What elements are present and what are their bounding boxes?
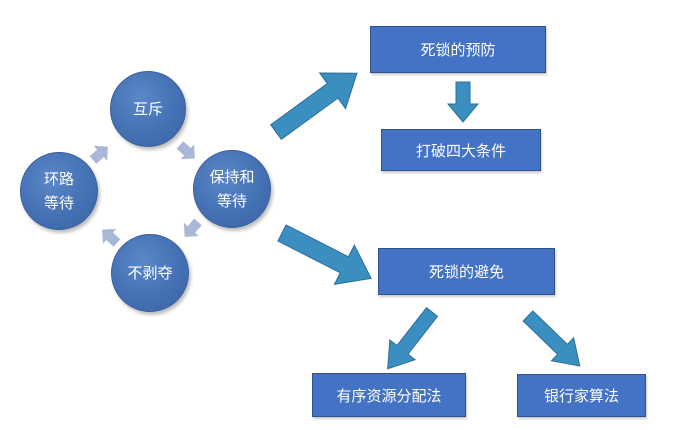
arrow-to-prevention [270, 72, 358, 140]
arrow-avoidance-right [522, 310, 581, 367]
arrow-avoidance-left [387, 306, 439, 370]
box-bankers-algorithm: 银行家算法 [517, 374, 646, 417]
node-hold-and-wait: 保持和 等待 [193, 150, 271, 228]
cycle-arrow-bottom-left [102, 228, 121, 247]
node-circular-wait: 环路 等待 [20, 152, 98, 230]
cycle-arrow-right-bottom [183, 218, 202, 237]
arrow-to-avoidance [277, 224, 372, 286]
cycle-arrow-left-top [89, 145, 108, 164]
box-break-four-conditions: 打破四大条件 [381, 129, 541, 171]
box-deadlock-avoidance: 死锁的避免 [378, 248, 555, 295]
cycle-arrow-top-right [176, 141, 195, 160]
box-ordered-resource-allocation: 有序资源分配法 [312, 373, 466, 417]
arrow-prevention-down [446, 81, 480, 123]
node-no-preemption: 不剥夺 [111, 234, 189, 312]
box-deadlock-prevention: 死锁的预防 [370, 26, 546, 73]
node-mutual-exclusion: 互斥 [110, 71, 186, 147]
